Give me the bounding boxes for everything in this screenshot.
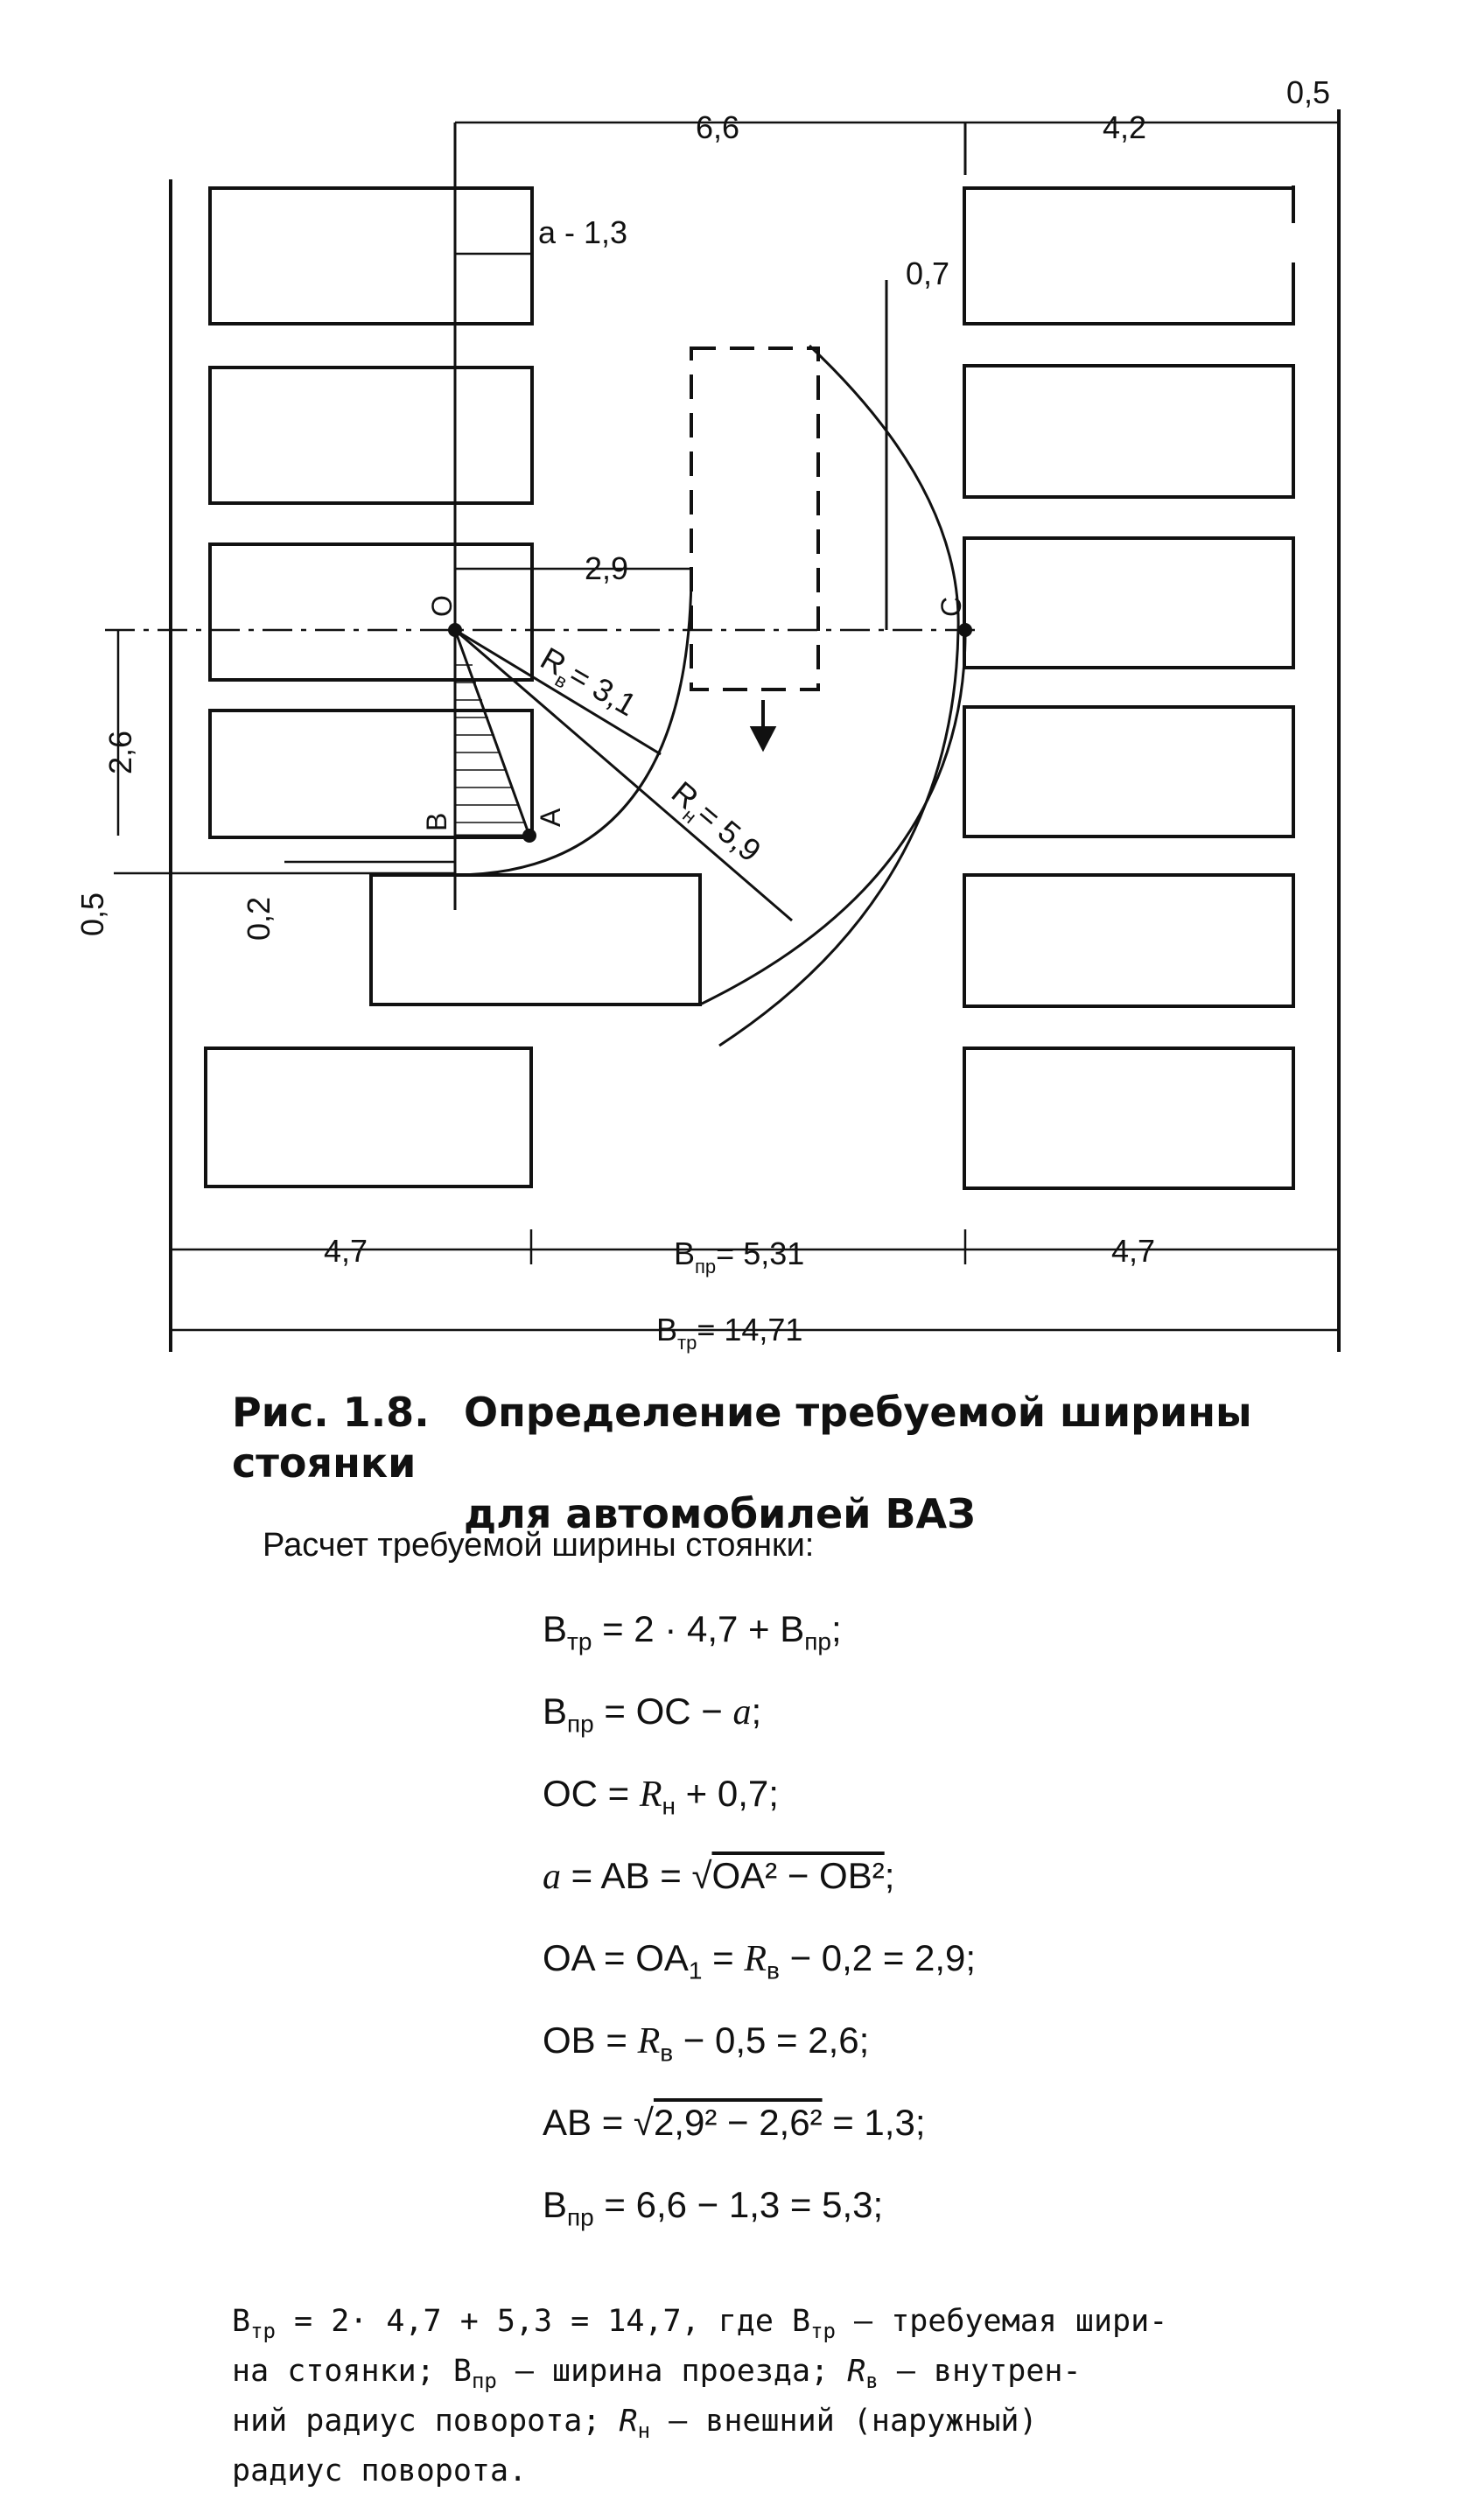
left-stall-6 <box>204 1046 533 1188</box>
inner-turning-arc <box>454 568 693 877</box>
dim-label-02: 0,2 <box>241 897 277 941</box>
inner-arc-2 <box>699 629 967 1006</box>
footnote-line-3: ний радиус поворота; Rн – внешний (наруж… <box>232 2404 1038 2443</box>
caption-line-2: для автомобилей ВАЗ <box>464 1490 976 1537</box>
left-stall-3 <box>208 542 534 682</box>
dim-label-29: 2,9 <box>585 550 628 586</box>
dim-label-07: 0,7 <box>906 256 949 291</box>
point-c <box>958 623 972 637</box>
radius-outer <box>454 628 793 922</box>
footnote-line-2: на стоянки; Bпр – ширина проезда; Rв – в… <box>232 2354 1082 2393</box>
label-rh: Rн= 5,9 <box>661 774 767 873</box>
left-stall-2 <box>208 366 534 505</box>
calculation-intro: Расчет требуемой ширины стоянки: <box>263 1527 815 1564</box>
label-rb: Rв= 3,1 <box>532 640 643 728</box>
dim-label-47-right: 4,7 <box>1111 1233 1155 1269</box>
dim-label-66: 6,6 <box>696 109 739 145</box>
formula-2: Bпр = OC − a; <box>543 1690 762 1738</box>
dim-label-05-left: 0,5 <box>74 892 110 936</box>
right-stall-6 <box>963 1046 1295 1190</box>
definitions-paragraph: Bтр = 2· 4,7 + 5,3 = 14,7, где Bтр – тре… <box>232 2301 1387 2491</box>
direction-arrowhead <box>749 726 777 752</box>
formula-5: OA = OA1 = Rв − 0,2 = 2,9; <box>543 1937 977 1984</box>
formula-4: a = AB = √OA² − OB²; <box>543 1855 895 1897</box>
dim-label-btr: Bтр= 14,71 <box>656 1312 802 1354</box>
point-a <box>522 829 536 843</box>
label-a: A <box>535 808 566 827</box>
dim-label-05-top: 0,5 <box>1286 74 1330 110</box>
formula-6: OB = Rв − 0,5 = 2,6; <box>543 2020 870 2067</box>
formula-block: Bтр = 2 · 4,7 + Bпр; Bпр = OC − a; OC = … <box>543 1588 976 2246</box>
right-stall-2 <box>963 364 1295 499</box>
radius-inner <box>454 628 662 756</box>
right-stall-5 <box>963 873 1295 1008</box>
label-o: O <box>426 595 458 617</box>
right-stall-1 <box>963 186 1295 326</box>
dim-label-26: 2,6 <box>102 731 138 774</box>
right-stall-4 <box>963 705 1295 838</box>
parking-width-diagram: 6,6 4,2 0,5 a - 1,3 0,7 2,9 2,6 0,5 0,2 … <box>74 74 1341 1354</box>
formula-1: Bтр = 2 · 4,7 + Bпр; <box>543 1608 842 1656</box>
caption-line-1: Определение требуемой ширины стоянки <box>232 1389 1252 1487</box>
point-o <box>448 623 462 637</box>
right-stall-3 <box>963 536 1295 669</box>
footnote-line-4: радиус поворота. <box>232 2454 528 2488</box>
figure-number: Рис. 1.8. <box>232 1389 430 1436</box>
outer-arc-2 <box>718 629 960 1047</box>
formula-7: AB = √2,9² − 2,6² = 1,3; <box>543 2102 926 2143</box>
formula-3: OC = Rн + 0,7; <box>543 1773 779 1820</box>
turning-vehicle-stall <box>369 873 702 1006</box>
left-stall-4 <box>208 709 534 839</box>
figure-caption: Рис. 1.8.Определение требуемой ширины ст… <box>232 1387 1422 1539</box>
outer-turning-arc <box>808 344 960 631</box>
dim-label-a: a - 1,3 <box>538 214 627 250</box>
formula-8: Bпр = 6,6 − 1,3 = 5,3; <box>543 2184 884 2231</box>
left-stall-1 <box>208 186 534 326</box>
dashed-vehicle <box>690 346 820 691</box>
label-b: B <box>421 813 452 831</box>
triangle-oab <box>453 629 532 837</box>
dim-label-42: 4,2 <box>1103 109 1146 145</box>
dim-label-47-left: 4,7 <box>324 1233 368 1269</box>
footnote-line-1: Bтр = 2· 4,7 + 5,3 = 14,7, где Bтр – тре… <box>232 2304 1168 2343</box>
dim-label-bpr: Bпр= 5,31 <box>674 1236 804 1278</box>
label-c: C <box>935 597 967 617</box>
